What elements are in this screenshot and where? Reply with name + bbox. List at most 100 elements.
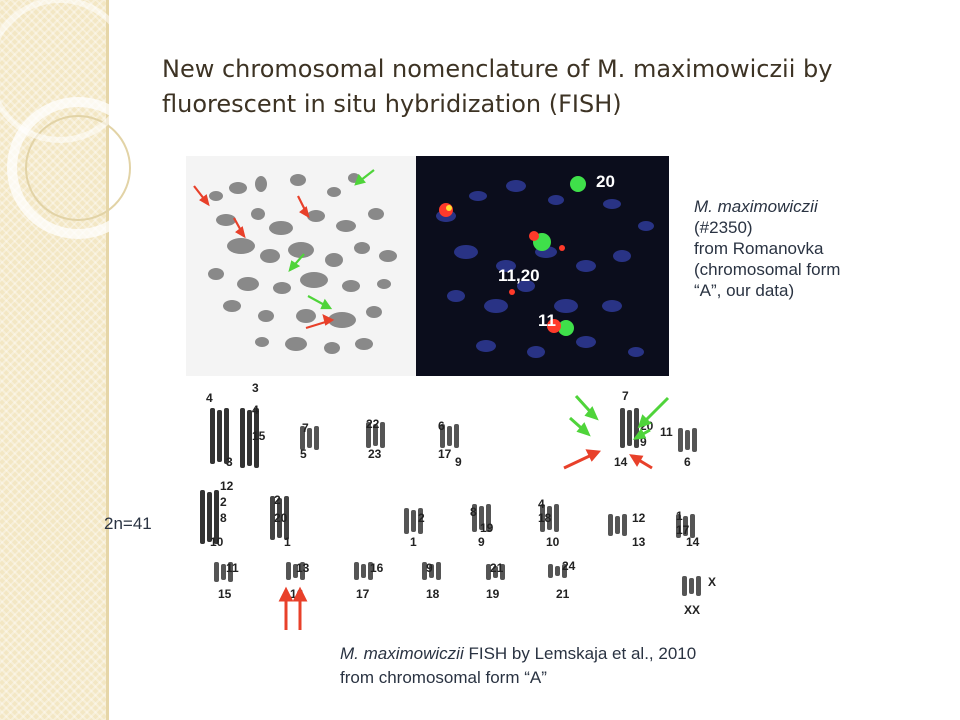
chromosome xyxy=(366,422,371,448)
karyotype-number: 13 xyxy=(296,561,310,575)
chromosome xyxy=(217,410,222,462)
chromosome xyxy=(224,408,229,464)
chromosome xyxy=(247,410,252,466)
sample-description: M. maximowiczii (#2350) from Romanovka (… xyxy=(694,196,934,301)
title-line-2: fluorescent in situ hybridization (FISH) xyxy=(162,90,622,118)
chromosome xyxy=(493,566,498,578)
karyotype-number: 16 xyxy=(370,561,384,575)
karyotype-number: 19 xyxy=(480,521,494,535)
chromosome xyxy=(547,506,552,530)
chromosome xyxy=(685,430,690,450)
karyotype-number: 4 xyxy=(206,391,213,405)
chromosome xyxy=(500,564,505,580)
chromosome xyxy=(404,508,409,534)
chromosome xyxy=(622,514,627,536)
karyotype-red-arrows xyxy=(278,449,653,630)
side-stripe-edge xyxy=(106,0,109,720)
chromosome xyxy=(207,492,212,542)
karyotype-number: 17 xyxy=(356,587,370,601)
chromosome xyxy=(548,564,553,578)
karyotype-number: 2 xyxy=(418,511,425,525)
caption-citation: FISH by Lemskaja et al., 2010 xyxy=(463,644,697,663)
chromosome xyxy=(286,562,291,580)
karyotype-number: 18 xyxy=(426,587,440,601)
chromosome xyxy=(696,576,701,596)
karyotype-number: 14 xyxy=(614,455,628,469)
karyotype-number: 2 xyxy=(274,493,281,507)
fish-label-11-20: 11,20 xyxy=(498,266,540,285)
karyotype-number: 4 xyxy=(252,403,259,417)
karyotype-caption: M. maximowiczii FISH by Lemskaja et al.,… xyxy=(340,642,696,690)
chromosome xyxy=(472,504,477,532)
chromosome xyxy=(678,428,683,452)
karyotype-number: 17 xyxy=(438,447,452,461)
slide-title: New chromosomal nomenclature of M. maxim… xyxy=(162,52,922,122)
karyotype-number: 12 xyxy=(632,511,646,525)
karyotype-number: 22 xyxy=(366,417,380,431)
chromosome xyxy=(214,490,219,544)
chromosome xyxy=(479,506,484,530)
karyotype-number: 8 xyxy=(220,511,227,525)
chromosome xyxy=(214,562,219,582)
chromosome xyxy=(254,408,259,468)
chromosome xyxy=(429,564,434,578)
chromosome xyxy=(690,514,695,538)
karyotype-number: 18 xyxy=(538,511,552,525)
fish-fluorescence-image xyxy=(416,156,669,376)
fish-label-11: 11 xyxy=(538,311,556,330)
chromosome xyxy=(314,426,319,450)
red-arrows xyxy=(193,185,335,330)
chromosome xyxy=(436,562,441,580)
fish-signals xyxy=(439,176,586,336)
chromosome xyxy=(293,564,298,578)
karyotype-number: 12 xyxy=(220,479,234,493)
chromosome xyxy=(562,564,567,578)
karyotype-number: 9 xyxy=(455,455,462,469)
chromosome xyxy=(228,562,233,582)
karyotype-number: 7 xyxy=(622,389,629,403)
karyotype-number: 21 xyxy=(490,561,504,575)
chromosome xyxy=(418,508,423,534)
karyotype-number: 8 xyxy=(470,505,477,519)
karyotype-number: X xyxy=(708,575,716,589)
chromosome xyxy=(440,424,445,448)
karyotype-number: 4 xyxy=(538,497,545,511)
karyotype-number: 7 xyxy=(302,421,309,435)
karyotype-number: 10 xyxy=(210,535,224,549)
karyotype-number: 1 xyxy=(676,509,683,523)
karyotype-number: 15 xyxy=(218,587,232,601)
karyotype-number: 13 xyxy=(632,535,646,549)
chromosome xyxy=(361,564,366,578)
description-sample-id: (#2350) xyxy=(694,218,753,237)
caption-species: M. maximowiczii xyxy=(340,644,464,663)
chromosome xyxy=(380,422,385,448)
description-form-line: (chromosomal form xyxy=(694,260,841,279)
karyotype-number: 17 xyxy=(676,523,690,537)
chromosome xyxy=(411,510,416,532)
chromosome xyxy=(447,426,452,446)
karyotype-number: XX xyxy=(684,603,700,617)
decorative-circles xyxy=(0,0,140,239)
chromosome xyxy=(454,424,459,448)
karyotype-number: 1 xyxy=(410,535,417,549)
description-source: “A”, our data) xyxy=(694,281,795,300)
chromosome xyxy=(354,562,359,580)
karyotype-number: 21 xyxy=(556,587,570,601)
chromosome xyxy=(277,498,282,538)
karyotype-number: 20 xyxy=(274,511,288,525)
karyotype-number: 3 xyxy=(226,455,233,469)
karyotype-number: 10 xyxy=(546,535,560,549)
karyotype-number: 9 xyxy=(426,561,433,575)
karyotype-number: 9 xyxy=(640,435,647,449)
description-location: from Romanovka xyxy=(694,239,824,258)
chromosome xyxy=(620,408,625,448)
chromosome xyxy=(486,504,491,532)
description-species: M. maximowiczii xyxy=(694,197,818,216)
chromosome xyxy=(307,428,312,448)
karyotype-number: 3 xyxy=(252,381,259,395)
karyotype-green-arrows xyxy=(569,394,670,440)
chromosome xyxy=(555,566,560,576)
chromosome xyxy=(608,514,613,536)
karyotype-number: 24 xyxy=(562,559,576,573)
